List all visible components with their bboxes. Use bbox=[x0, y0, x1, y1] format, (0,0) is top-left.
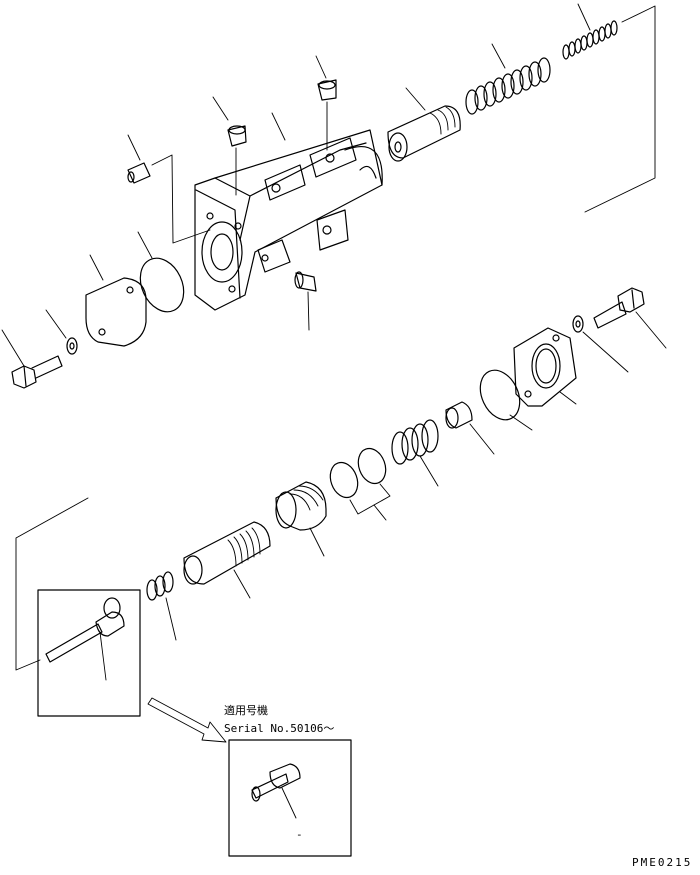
leader-body bbox=[271, 112, 286, 141]
serial-number: Serial No.50106～ bbox=[224, 722, 334, 735]
cover-right bbox=[513, 327, 577, 407]
serial-arrow bbox=[147, 697, 227, 743]
plug-bottom bbox=[294, 271, 317, 331]
leader-plug-to-body bbox=[151, 154, 211, 244]
sleeve bbox=[275, 481, 327, 557]
spool-upper bbox=[387, 87, 461, 162]
washer-right bbox=[572, 315, 629, 373]
inset-piston-new: - bbox=[228, 739, 352, 857]
plug-right bbox=[315, 55, 337, 151]
cover-left bbox=[85, 254, 147, 347]
serial-label: 適用号機 bbox=[224, 703, 268, 717]
drawing-code: PME0215 bbox=[632, 856, 692, 869]
bolt-left bbox=[1, 329, 63, 389]
spring-upper-small bbox=[562, 3, 618, 60]
spool-lower bbox=[183, 521, 271, 599]
o-ring-right bbox=[479, 369, 521, 421]
o-ring-left bbox=[139, 257, 185, 313]
spring-lower-small bbox=[146, 571, 177, 641]
leader-bracket-right bbox=[584, 5, 656, 213]
o-ring-pair bbox=[329, 447, 391, 521]
inset-piston bbox=[37, 589, 141, 717]
plug-middle bbox=[212, 96, 247, 196]
plunger-small bbox=[445, 401, 495, 455]
spring-upper-large bbox=[465, 43, 551, 115]
leader-o-ring-left bbox=[137, 231, 153, 259]
valve-body bbox=[194, 129, 383, 311]
washer-left bbox=[45, 309, 78, 355]
plug-left bbox=[127, 134, 151, 184]
bolt-right bbox=[593, 287, 667, 349]
inset-mark: - bbox=[296, 828, 303, 841]
leader-o-ring-right bbox=[509, 414, 533, 431]
leader-bracket-left bbox=[15, 497, 89, 671]
retainer-ring bbox=[391, 419, 439, 487]
